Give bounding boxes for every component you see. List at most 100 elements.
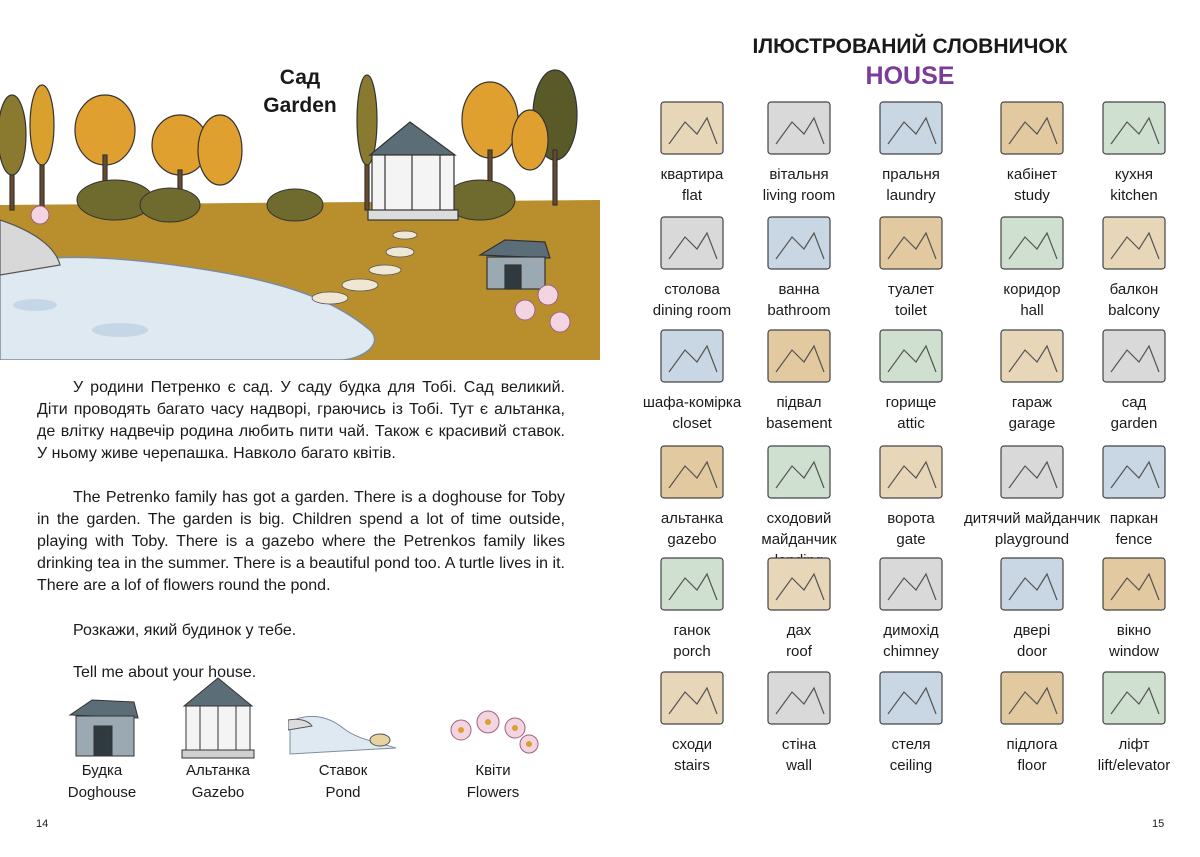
word-uk: дах (786, 622, 812, 639)
word-illustration-icon (660, 671, 724, 725)
word-card: ванна bathroom (741, 207, 857, 321)
word-en: wall (786, 757, 812, 774)
word-illustration (741, 207, 857, 279)
word-illustration (853, 207, 969, 279)
word-illustration-icon (1102, 557, 1166, 611)
word-illustration (974, 548, 1090, 620)
word-illustration (741, 92, 857, 164)
word-illustration-icon (1000, 671, 1064, 725)
story-paragraph-uk: У родини Петренко є сад. У саду будка дл… (37, 379, 565, 462)
word-uk: підвал (776, 394, 822, 411)
word-illustration-icon (660, 329, 724, 383)
pond-icon (288, 715, 397, 755)
prompt-text-uk: Розкажи, який будинок у тебе. (73, 622, 297, 639)
word-illustration-icon (767, 216, 831, 270)
word-uk: вікно (1116, 622, 1152, 639)
pond-label-en: Pond (325, 784, 361, 801)
word-uk: ганок (673, 622, 711, 639)
word-uk: ванна (778, 281, 820, 298)
word-card: стіна wall (741, 662, 857, 776)
word-uk: ворота (887, 510, 935, 527)
word-en: gate (896, 531, 926, 548)
word-illustration (853, 548, 969, 620)
doghouse-label-en: Doghouse (67, 784, 137, 801)
word-uk: стіна (781, 736, 817, 753)
word-en: garage (1008, 415, 1056, 432)
word-illustration-icon (1102, 216, 1166, 270)
word-card: столова dining room (634, 207, 750, 321)
word-uk: сходи (672, 736, 712, 753)
word-uk: шафа-комірка (642, 394, 742, 411)
word-illustration (741, 436, 857, 508)
pond-item: Ставок Pond (283, 690, 403, 804)
word-illustration-icon (660, 445, 724, 499)
word-illustration (1076, 92, 1192, 164)
word-en: lift/elevator (1097, 757, 1171, 774)
word-illustration (853, 436, 969, 508)
word-illustration-icon (767, 445, 831, 499)
word-illustration-icon (879, 101, 943, 155)
gazebo-label-uk: Альтанка (186, 762, 250, 779)
word-illustration (634, 92, 750, 164)
word-illustration (974, 320, 1090, 392)
dictionary-subtitle: HOUSE (865, 62, 955, 90)
word-card: ганок porch (634, 548, 750, 662)
story-uk: У родини Петренко є сад. У саду будка дл… (37, 377, 565, 465)
word-uk: ліфт (1118, 736, 1150, 753)
word-uk: балкон (1109, 281, 1159, 298)
word-uk: вітальня (769, 166, 829, 183)
word-en: dining room (652, 302, 732, 319)
doghouse-label-uk: Будка (81, 762, 123, 779)
word-illustration-icon (1102, 671, 1166, 725)
word-card: дах roof (741, 548, 857, 662)
word-illustration-icon (1102, 101, 1166, 155)
word-en: porch (673, 643, 711, 660)
prompt-text-en: Tell me about your house. (73, 664, 257, 681)
word-en: floor (1017, 757, 1047, 774)
word-uk: кухня (1114, 166, 1154, 183)
word-en: bathroom (767, 302, 831, 319)
word-illustration (741, 320, 857, 392)
word-uk: столова (664, 281, 720, 298)
word-illustration-icon (1000, 101, 1064, 155)
word-illustration (974, 207, 1090, 279)
word-illustration (1076, 436, 1192, 508)
word-illustration-icon (660, 557, 724, 611)
word-en: stairs (674, 757, 710, 774)
word-en: garden (1110, 415, 1158, 432)
prompt-uk: Розкажи, який будинок у тебе. (37, 620, 565, 642)
word-en: playground (994, 531, 1070, 548)
word-illustration (634, 320, 750, 392)
word-illustration (853, 92, 969, 164)
word-illustration-icon (879, 671, 943, 725)
word-illustration (1076, 662, 1192, 734)
prompt-en: Tell me about your house. (37, 662, 565, 684)
word-uk: дитячий майданчик (963, 510, 1101, 527)
word-illustration-icon (767, 671, 831, 725)
story-en: The Petrenko family has got a garden. Th… (37, 487, 565, 597)
word-illustration (1076, 548, 1192, 620)
word-uk: сходовий майданчик (761, 510, 837, 548)
pond-label-uk: Ставок (318, 762, 368, 779)
flowers-label-en: Flowers (466, 784, 520, 801)
word-en: living room (762, 187, 836, 204)
word-en: roof (786, 643, 812, 660)
left-page: Сад Garden У родини Петренко є сад. У са… (0, 66, 600, 830)
word-illustration-icon (767, 101, 831, 155)
word-illustration (741, 662, 857, 734)
